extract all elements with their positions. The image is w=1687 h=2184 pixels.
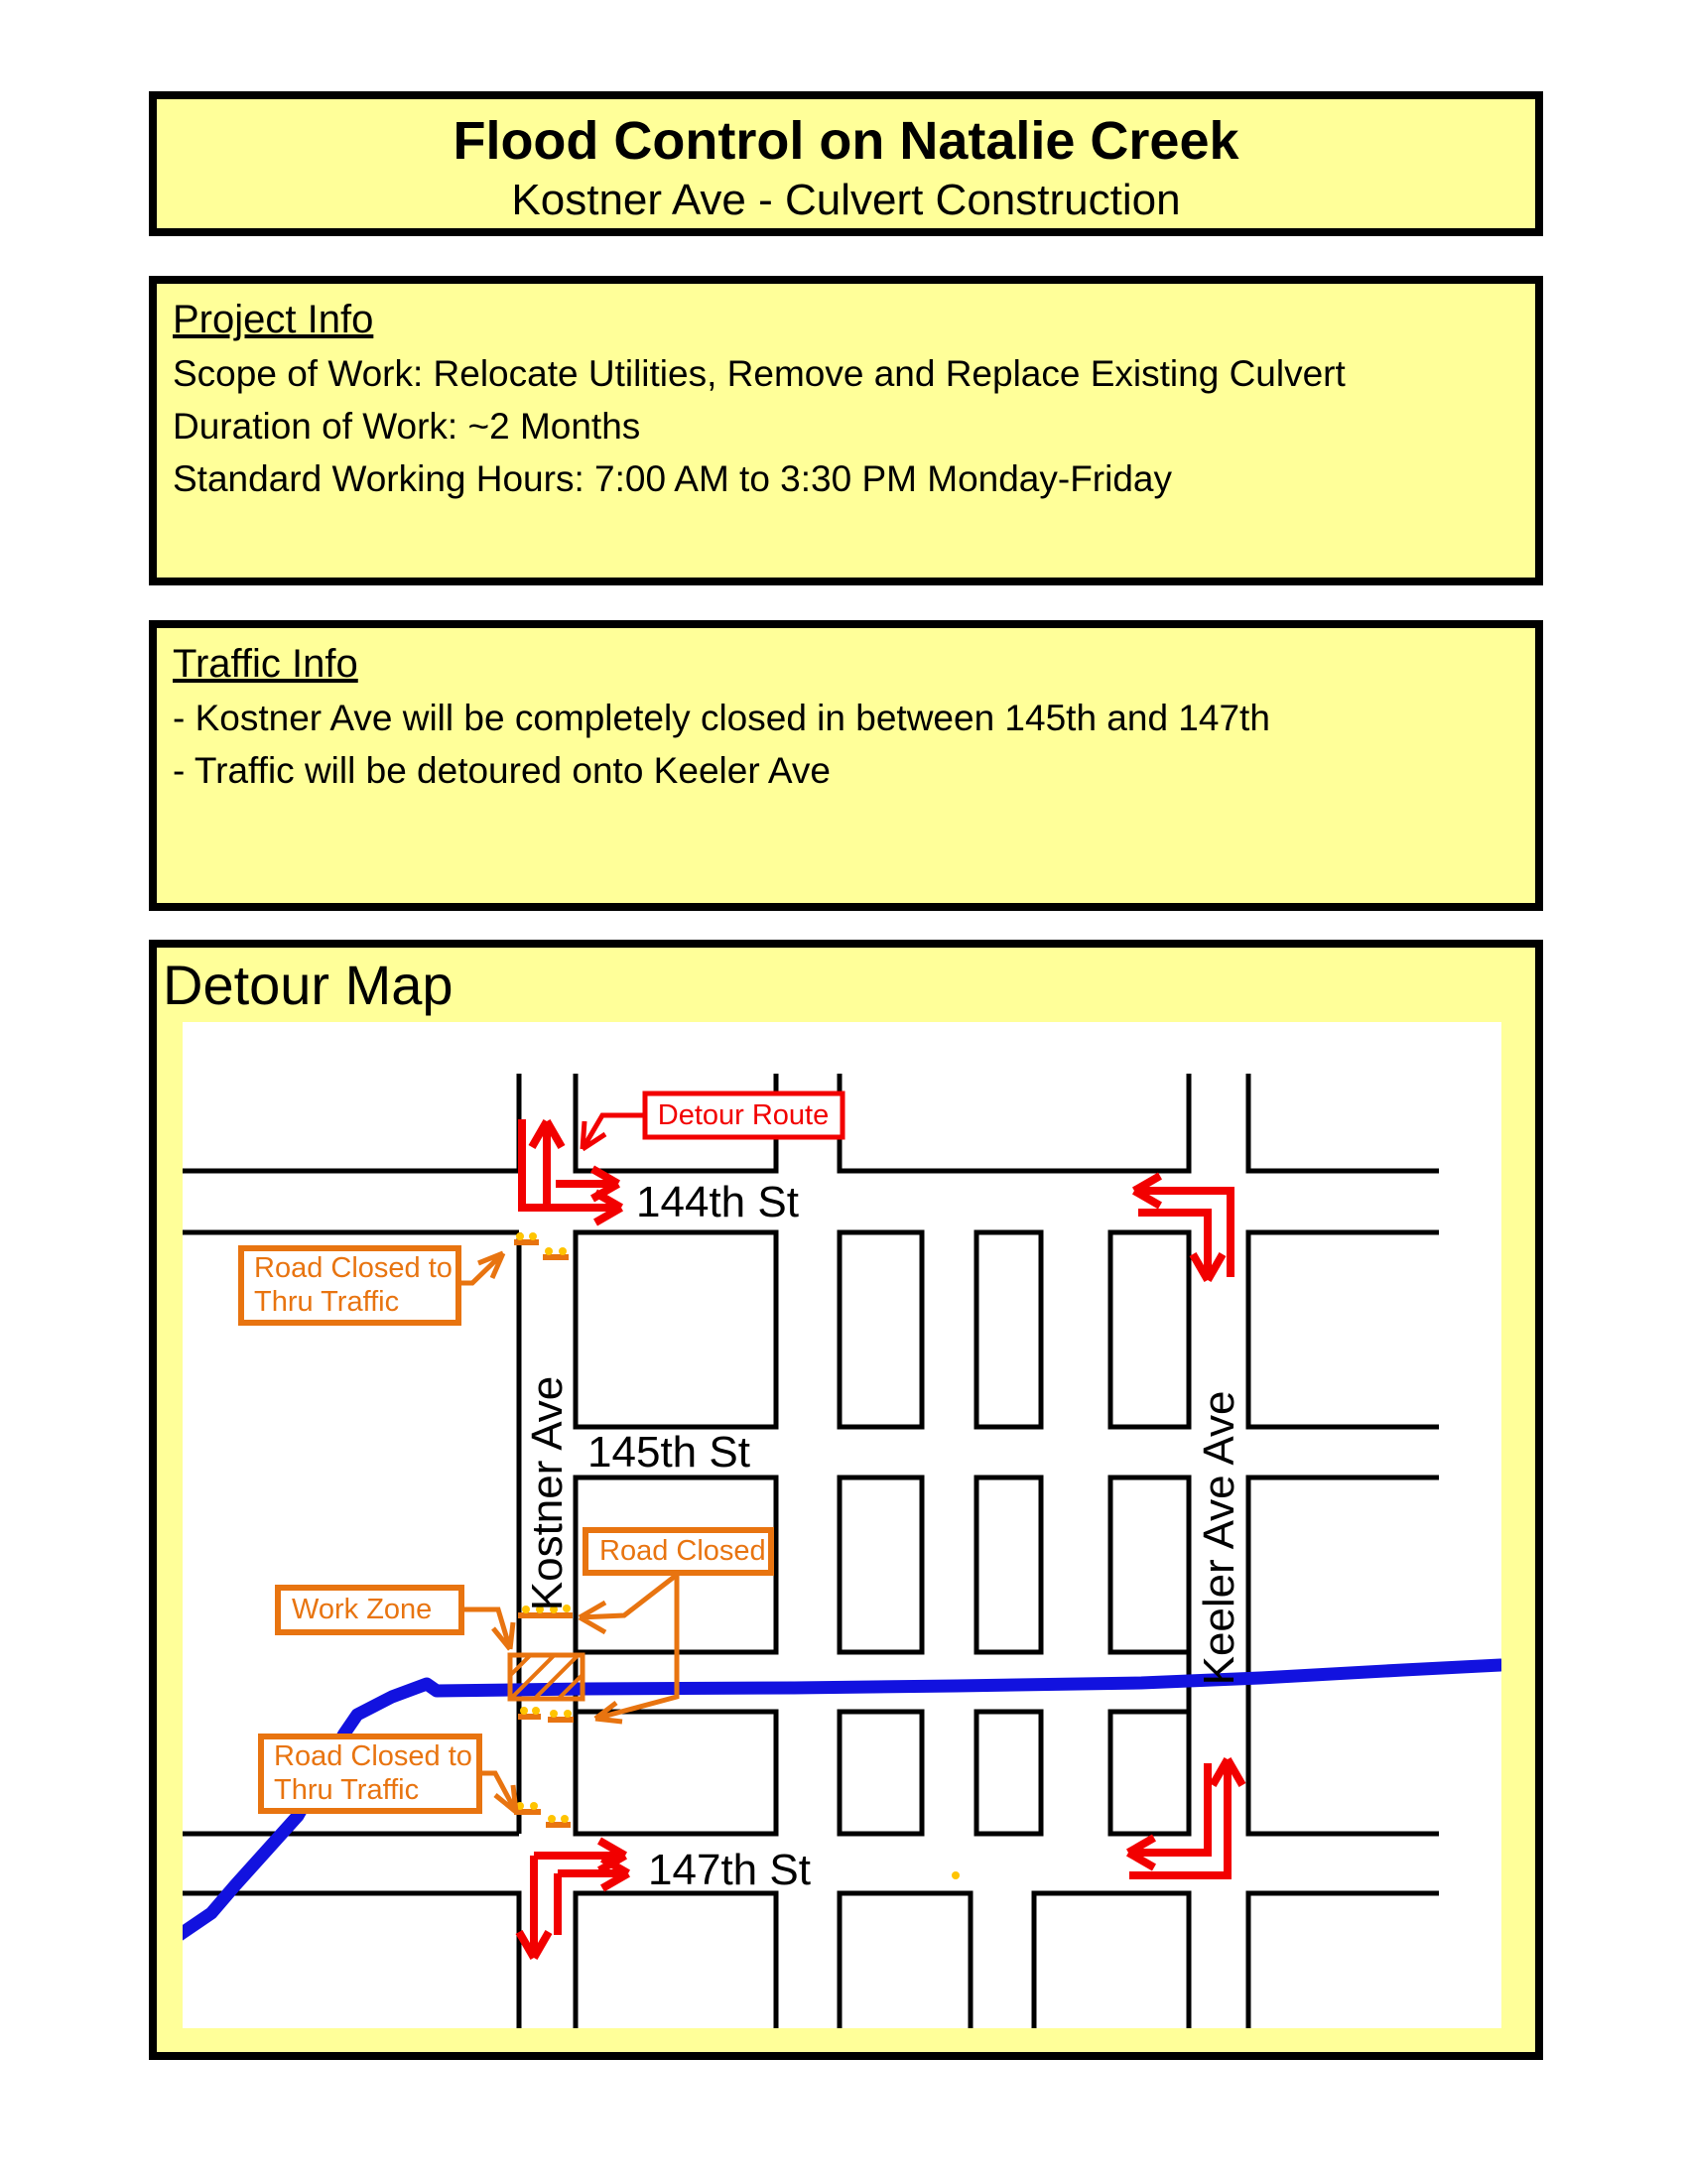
title-panel: Flood Control on Natalie Creek Kostner A… [149,91,1543,236]
detour-map-heading: Detour Map [163,954,454,1016]
road-closed-thru-lower-line1: Road Closed to [274,1740,472,1772]
street-label-145th: 145th St [587,1428,750,1477]
work-zone-leader [461,1606,516,1651]
road-closed-leader-west [578,1573,679,1635]
road-closed-thru-lower-leader [479,1770,519,1814]
road-closed-thru-upper-leader [458,1250,506,1286]
road-closed-thru-upper-line2: Thru Traffic [254,1286,399,1318]
road-closed-label: Road Closed [599,1535,766,1567]
street-labels: 144th St 145th St 147th St Kostner Ave K… [523,1178,1243,1894]
barricades [514,1239,574,1828]
road-closed-callout: Road Closed [583,1527,774,1576]
city-blocks [183,1074,1439,2028]
project-info-scope: Scope of Work: Relocate Utilities, Remov… [173,353,1346,394]
traffic-info-detour: - Traffic will be detoured onto Keeler A… [173,750,831,791]
project-info-duration: Duration of Work: ~2 Months [173,406,641,447]
project-info-panel: Project Info Scope of Work: Relocate Uti… [149,276,1543,585]
project-info-header: Project Info [173,298,374,341]
road-closed-leader-south [593,1575,680,1725]
work-zone-callout: Work Zone [275,1585,464,1635]
page-title: Flood Control on Natalie Creek [453,111,1239,171]
stray-dot [952,1871,960,1879]
natalie-creek [183,1658,1501,1941]
detour-map-panel: Detour Map [149,940,1543,2060]
callout-leaders [458,1112,680,1814]
detour-map-canvas: Detour Route Road Closed to Thru Traffic… [183,1022,1501,2028]
project-info-hours: Standard Working Hours: 7:00 AM to 3:30 … [173,458,1173,499]
street-label-kostner: Kostner Ave [523,1376,572,1610]
road-closed-thru-upper-callout: Road Closed to Thru Traffic [238,1245,461,1326]
street-label-keeler: Keeler Ave Ave [1195,1391,1243,1686]
street-label-147th: 147th St [648,1846,811,1894]
traffic-info-panel: Traffic Info - Kostner Ave will be compl… [149,620,1543,911]
detour-map-svg: Detour Route Road Closed to Thru Traffic… [183,1074,1501,2028]
detour-route-label: Detour Route [658,1099,830,1131]
road-closed-thru-lower-line2: Thru Traffic [274,1774,419,1806]
road-closed-thru-lower-callout: Road Closed to Thru Traffic [258,1734,482,1814]
street-label-144th: 144th St [636,1178,799,1226]
traffic-info-closure: - Kostner Ave will be completely closed … [173,698,1270,738]
work-zone-label: Work Zone [292,1594,432,1625]
barricade-lights [516,1232,960,1879]
detour-route-leader [580,1112,645,1152]
traffic-info-header: Traffic Info [173,642,358,686]
page-subtitle: Kostner Ave - Culvert Construction [511,176,1181,224]
detour-route-callout: Detour Route [642,1091,845,1140]
detour-route-arrows [515,1119,1246,1960]
road-closed-thru-upper-line1: Road Closed to [254,1252,453,1284]
work-zone-area [507,1652,585,1702]
